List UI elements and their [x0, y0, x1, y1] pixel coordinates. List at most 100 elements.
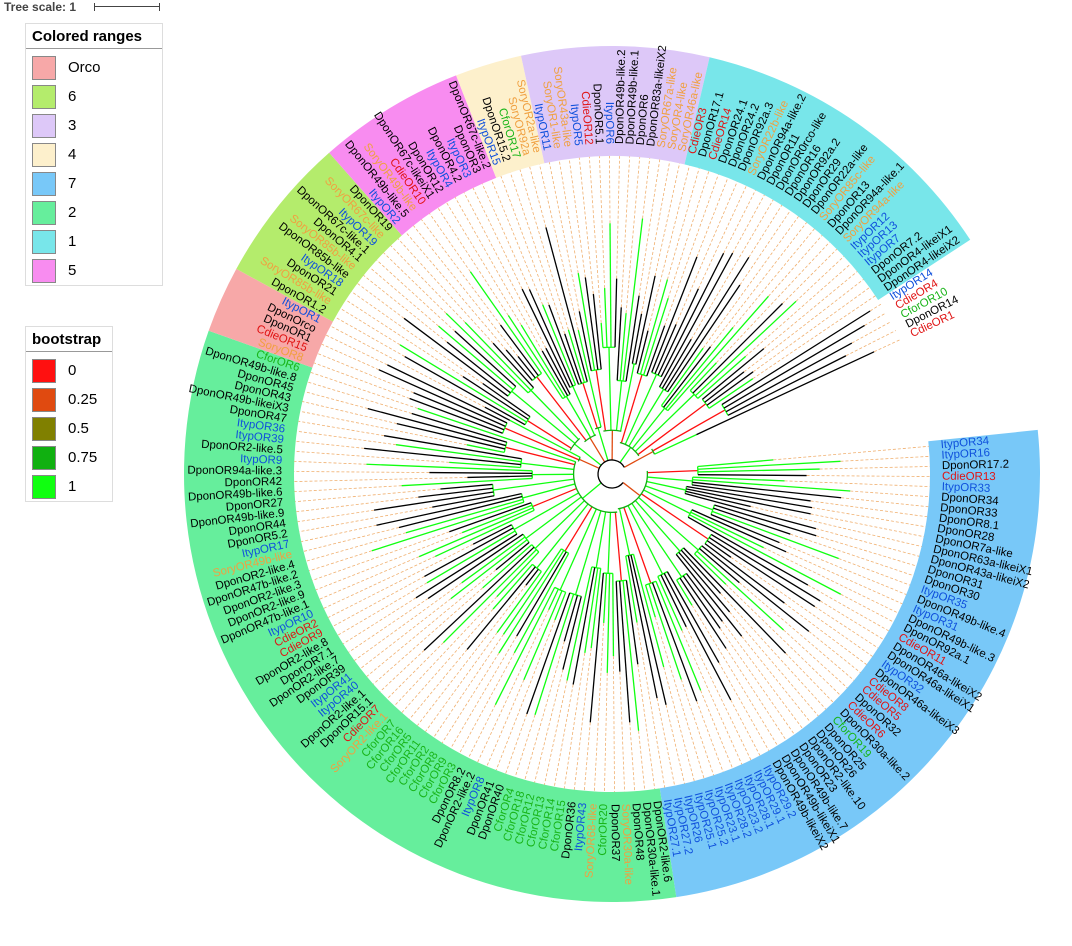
leaf-branch	[572, 567, 596, 685]
leaf-branch	[466, 566, 536, 650]
leaf-guide-line	[294, 471, 430, 473]
leaf-branch	[371, 501, 525, 552]
leaf-guide-line	[773, 445, 929, 461]
internal-branch	[572, 385, 596, 436]
leaf-guide-line	[732, 194, 765, 254]
leaf-guide-line	[675, 181, 738, 325]
leaf-branch	[679, 577, 727, 649]
leaf-branch	[577, 273, 596, 371]
range-legend-item: 1	[26, 227, 162, 256]
leaf-guide-line	[303, 527, 400, 552]
leaf-guide-line	[790, 533, 914, 576]
leaf-guide-line	[647, 165, 690, 331]
leaf-guide-line	[360, 598, 452, 669]
leaf-label: DponOR49b-like.1	[624, 50, 641, 145]
leaf-guide-line	[779, 542, 907, 595]
leaf-guide-line	[363, 275, 448, 343]
leaf-branch	[482, 382, 531, 418]
leaf-guide-line	[459, 652, 515, 754]
leaf-branch	[525, 568, 539, 586]
internal-branch	[588, 374, 602, 428]
leaf-guide-line	[299, 506, 433, 533]
leaf-branch	[496, 551, 540, 598]
leaf-branch	[526, 592, 571, 715]
leaf-branch	[616, 307, 622, 381]
leaf-branch	[687, 516, 809, 586]
leaf-branch	[692, 303, 783, 394]
leaf-branch	[689, 362, 717, 392]
leaf-branch	[657, 576, 683, 631]
leaf-branch	[415, 533, 518, 599]
leaf-branch	[590, 568, 602, 649]
leaf-guide-line	[294, 477, 468, 482]
leaf-branch	[603, 573, 608, 623]
internal-branch	[536, 503, 589, 569]
leaf-guide-line	[593, 622, 605, 792]
leaf-label: ItypOR16	[941, 447, 990, 462]
leaf-branch	[387, 364, 508, 424]
leaf-branch	[631, 313, 643, 364]
leaf-branch	[667, 284, 741, 393]
leaf-guide-line	[691, 605, 778, 746]
leaf-guide-line	[716, 241, 830, 364]
leaf-branch	[424, 527, 514, 577]
leaf-guide-line	[323, 556, 436, 609]
internal-branch	[525, 496, 582, 539]
leaf-guide-line	[354, 582, 462, 661]
internal-branch	[645, 485, 714, 511]
bootstrap-legend-item: 0.75	[26, 443, 112, 472]
leaf-guide-line	[667, 170, 710, 299]
leaf-branch	[566, 566, 593, 681]
leaf-branch	[654, 324, 677, 374]
leaf-branch	[521, 288, 571, 388]
leaf-branch	[694, 553, 727, 585]
leaf-branch	[697, 460, 841, 470]
legend-label: 0.25	[68, 391, 98, 408]
leaf-guide-line	[732, 228, 815, 328]
leaf-branch	[625, 580, 639, 665]
leaf-branch	[404, 355, 526, 426]
leaf-branch	[401, 477, 533, 487]
leaf-branch	[636, 330, 649, 374]
leaf-branch	[417, 407, 504, 438]
leaf-branch	[661, 338, 692, 389]
leaf-branch	[461, 504, 533, 534]
leaf-branch	[423, 546, 535, 651]
leaf-branch	[373, 491, 494, 511]
bootstrap-legend-item: 0.5	[26, 414, 112, 443]
leaf-branch	[704, 543, 785, 604]
leaf-guide-line	[723, 190, 756, 254]
leaf-guide-line	[312, 531, 450, 581]
leaf-guide-line	[342, 597, 417, 645]
leaf-guide-line	[437, 207, 509, 316]
leaf-branch	[403, 317, 509, 397]
leaf-branch	[706, 371, 754, 406]
leaf-branch	[697, 468, 820, 473]
internal-branch	[646, 480, 686, 491]
leaf-label: ItypOR34	[940, 435, 990, 451]
leaf-guide-line	[864, 312, 887, 326]
leaf-branch	[383, 435, 522, 460]
legend-label: 2	[68, 204, 77, 221]
leaf-branch	[713, 507, 791, 535]
leaf-guide-line	[529, 166, 547, 228]
leaf-branch	[685, 490, 751, 508]
leaf-branch	[449, 502, 532, 533]
internal-branch	[530, 389, 580, 440]
clade-arc	[573, 461, 618, 514]
leaf-guide-line	[446, 202, 522, 326]
leaf-guide-line	[578, 157, 594, 295]
clade-arc	[619, 441, 640, 457]
leaf-branch	[426, 530, 516, 584]
legend-label: 0.5	[68, 420, 89, 437]
leaf-label: DponOR42	[224, 476, 282, 489]
leaf-branch	[446, 341, 511, 394]
leaf-guide-line	[317, 353, 414, 394]
leaf-branch	[691, 509, 787, 553]
leaf-guide-line	[696, 701, 724, 773]
leaf-guide-line	[296, 496, 419, 513]
leaf-branch	[396, 422, 506, 450]
leaf-guide-line	[345, 299, 464, 377]
leaf-guide-line	[604, 672, 608, 792]
leaf-guide-line	[296, 430, 397, 446]
